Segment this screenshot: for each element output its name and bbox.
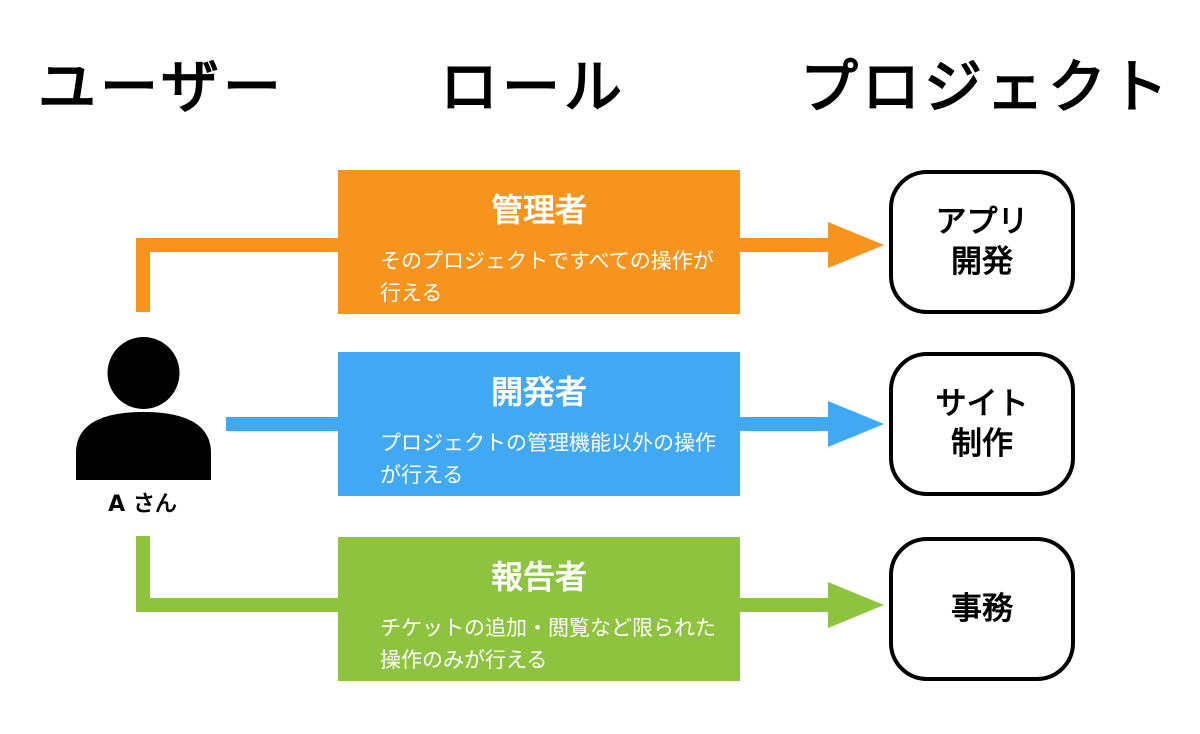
header-project: プロジェクト: [800, 53, 1173, 121]
role-box-admin: 管理者 そのプロジェクトですべての操作が行える: [338, 170, 740, 314]
user-label: A さん: [108, 492, 177, 517]
project-box-site: サイト 制作: [889, 352, 1075, 496]
person-icon: [76, 337, 211, 480]
arrow-head-reporter: [828, 582, 884, 628]
project-name: 事務: [951, 591, 1013, 627]
connector-admin: [136, 238, 345, 312]
header-user: ユーザー: [38, 53, 285, 121]
arrow-head-admin: [828, 222, 884, 268]
header-role: ロール: [440, 53, 627, 121]
role-box-developer: 開発者 プロジェクトの管理機能以外の操作が行える: [338, 352, 740, 496]
role-title: 開発者: [490, 373, 587, 411]
project-name: アプリ 開発: [935, 204, 1029, 280]
connector-reporter: [136, 536, 345, 612]
project-name: サイト 制作: [935, 386, 1029, 462]
role-description: そのプロジェクトですべての操作が行える: [380, 249, 714, 305]
role-description: プロジェクトの管理機能以外の操作が行える: [380, 431, 716, 487]
arrow-head-dev: [828, 401, 884, 447]
role-title: 報告者: [490, 558, 587, 596]
role-box-reporter: 報告者 チケットの追加・閲覧など限られた操作のみが行える: [338, 537, 740, 681]
role-description: チケットの追加・閲覧など限られた操作のみが行える: [380, 616, 716, 672]
project-box-office: 事務: [889, 537, 1075, 681]
project-box-app: アプリ 開発: [889, 170, 1075, 314]
role-title: 管理者: [490, 191, 587, 229]
